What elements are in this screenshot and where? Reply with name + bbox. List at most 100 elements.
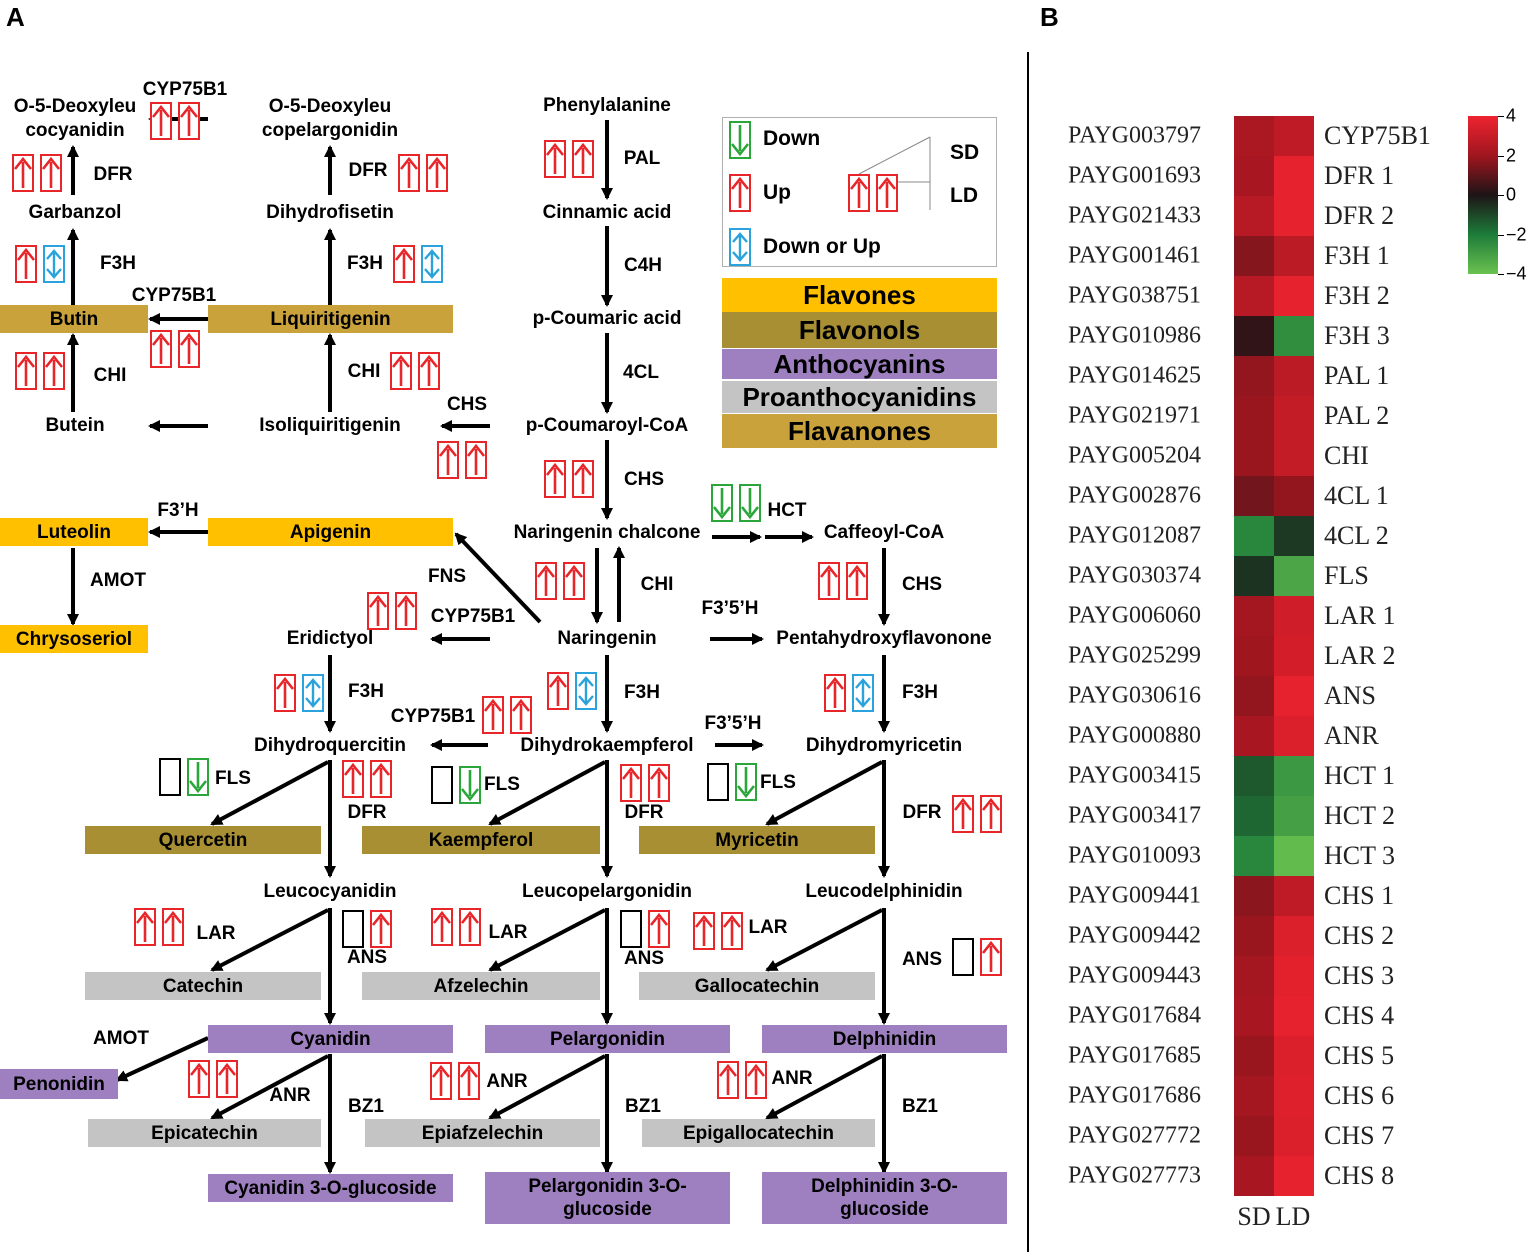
heatmap-cell-sd <box>1234 396 1274 436</box>
heatmap-gene-name: LAR 2 <box>1324 641 1396 670</box>
enzyme-f3h: F3H <box>347 253 383 274</box>
compound-p-coumaroyl-coa: p-Coumaroyl-CoA <box>525 415 689 436</box>
heatmap-gene-id: PAYG030374 <box>1068 562 1201 589</box>
up-arrow-icon <box>418 352 440 390</box>
heatmap-gene-name: PAL 1 <box>1324 361 1390 390</box>
heatmap-gene-name: PAL 2 <box>1324 401 1390 430</box>
up-arrow-icon <box>563 562 585 600</box>
compound-myricetin: Myricetin <box>639 826 875 854</box>
heatmap-cell-sd <box>1234 676 1274 716</box>
empty-box-icon <box>620 910 642 948</box>
heatmap-gene-id: PAYG010093 <box>1068 842 1201 869</box>
heatmap-gene-name: CHS 2 <box>1324 921 1395 950</box>
heatmap-gene-id: PAYG021971 <box>1068 402 1201 429</box>
up-arrow-icon <box>430 1062 452 1100</box>
up-arrow-icon <box>952 795 974 833</box>
legend-ld-label: LD <box>950 184 978 207</box>
scale-tick-label: 2 <box>1506 145 1517 165</box>
heatmap-cell-ld <box>1274 156 1314 196</box>
heatmap-cell-sd <box>1234 796 1274 836</box>
heatmap-cell-sd <box>1234 1116 1274 1156</box>
enzyme-bz1: BZ1 <box>348 1096 384 1117</box>
enzyme-4cl: 4CL <box>623 362 659 383</box>
enzyme-bz1: BZ1 <box>902 1096 938 1117</box>
down-arrow-icon <box>729 121 751 159</box>
up-arrow-icon <box>370 910 392 948</box>
enzyme-lar: LAR <box>488 922 528 943</box>
up-arrow-icon <box>846 562 868 600</box>
heatmap-cell-ld <box>1274 676 1314 716</box>
up-arrow-icon <box>134 908 156 946</box>
enzyme-dfr: DFR <box>348 160 388 181</box>
heatmap-cell-ld <box>1274 716 1314 756</box>
up-arrow-icon <box>15 352 37 390</box>
enzyme-pal: PAL <box>623 148 661 169</box>
compound-naringenin: Naringenin <box>557 628 657 649</box>
heatmap-gene-id: PAYG002876 <box>1068 482 1201 509</box>
legend-class-flavones: Flavones <box>722 278 997 312</box>
heatmap-cell-sd <box>1234 996 1274 1036</box>
up-arrow-icon <box>818 562 840 600</box>
heatmap-gene-id: PAYG009443 <box>1068 962 1201 989</box>
heatmap-cell-ld <box>1274 916 1314 956</box>
enzyme-anr: ANR <box>771 1068 813 1089</box>
empty-box-icon <box>159 758 181 796</box>
enzyme-dfr: DFR <box>347 802 387 823</box>
enzyme-fls: FLS <box>215 768 251 789</box>
heatmap-cell-sd <box>1234 916 1274 956</box>
heatmap-gene-name: DFR 2 <box>1324 201 1395 230</box>
heatmap-gene-id: PAYG009442 <box>1068 922 1201 949</box>
up-arrow-icon <box>437 441 459 479</box>
heatmap-gene-id: PAYG017686 <box>1068 1082 1201 1109</box>
legend-sd-label: SD <box>950 141 980 164</box>
heatmap-cell-sd <box>1234 196 1274 236</box>
up-arrow-icon <box>431 908 453 946</box>
up-arrow-icon <box>465 441 487 479</box>
up-down-arrow-icon <box>575 672 597 710</box>
up-arrow-icon <box>824 674 846 712</box>
pathway-arrows <box>67 113 931 1174</box>
enzyme-anr: ANR <box>486 1071 528 1092</box>
up-arrow-icon <box>459 908 481 946</box>
heatmap-gene-name: HCT 1 <box>1324 761 1396 790</box>
enzyme-lar: LAR <box>748 917 788 938</box>
compound-caffeoyl-coa: Caffeoyl-CoA <box>823 522 945 543</box>
enzyme-dfr: DFR <box>902 802 942 823</box>
heatmap-cell-sd <box>1234 556 1274 596</box>
heatmap-gene-id: PAYG017685 <box>1068 1042 1201 1069</box>
heatmap-cell-ld <box>1274 836 1314 876</box>
heatmap-gene-name: CHI <box>1324 441 1369 470</box>
up-arrow-icon <box>547 672 569 710</box>
enzyme-fns: FNS <box>428 566 466 587</box>
enzyme-amot: AMOT <box>90 570 146 591</box>
scale-tick-mark <box>1498 234 1504 236</box>
heatmap-gene-id: PAYG027773 <box>1068 1162 1201 1189</box>
up-down-arrow-icon <box>43 245 65 283</box>
enzyme-ans: ANS <box>901 949 943 970</box>
enzyme-f3prime-h: F3’H <box>157 500 199 521</box>
up-down-arrow-icon <box>302 674 324 712</box>
up-arrow-icon <box>188 1060 210 1098</box>
compound-phenylalanine: Phenylalanine <box>543 95 671 116</box>
up-arrow-icon <box>367 592 389 630</box>
heatmap-cell-ld <box>1274 436 1314 476</box>
heatmap-gene-id: PAYG027772 <box>1068 1122 1201 1149</box>
enzyme-chs: CHS <box>623 469 665 490</box>
up-arrow-icon <box>370 760 392 798</box>
compound-cinnamic-acid: Cinnamic acid <box>542 202 672 223</box>
enzyme-cyp75b1: CYP75B1 <box>142 79 228 100</box>
heatmap-gene-id: PAYG030616 <box>1068 682 1201 709</box>
heatmap-gene-name: DFR 1 <box>1324 161 1395 190</box>
enzyme-hct: HCT <box>767 500 807 521</box>
compound-penonidin: Penonidin <box>0 1069 118 1099</box>
heatmap-cell-ld <box>1274 396 1314 436</box>
down-arrow-icon <box>459 766 481 804</box>
heatmap-gene-id: PAYG001461 <box>1068 242 1201 269</box>
heatmap-gene-id: PAYG038751 <box>1068 282 1201 309</box>
compound-gallocatechin: Gallocatechin <box>639 972 875 1000</box>
up-arrow-icon <box>745 1061 767 1099</box>
heatmap-gene-name: ANR <box>1324 721 1379 750</box>
compound-butein: Butein <box>45 415 105 436</box>
up-arrow-icon <box>12 154 34 192</box>
heatmap-gene-name: ANS <box>1324 681 1377 710</box>
